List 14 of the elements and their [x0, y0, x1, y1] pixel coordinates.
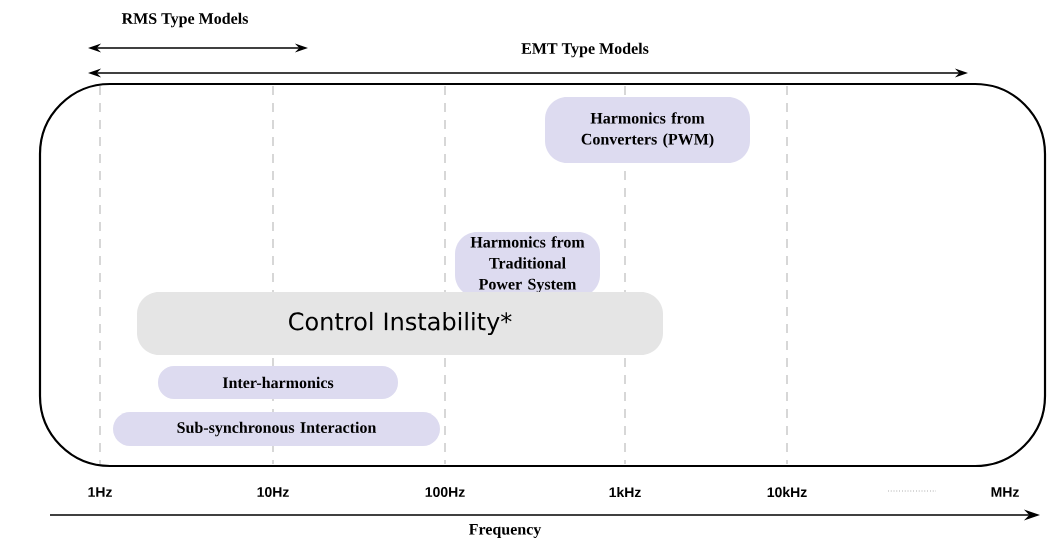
tick-label: 100Hz — [425, 487, 465, 497]
category-box: Harmonics from Traditional Power System — [455, 232, 600, 297]
tick-label: 10kHz — [767, 486, 807, 498]
range-label: RMS Type Models — [121, 12, 248, 28]
category-box: Sub-synchronous Interaction — [113, 412, 440, 446]
tick-label: 1Hz — [88, 487, 112, 497]
tick-label: 10Hz — [257, 487, 289, 497]
category-box: Inter-harmonics — [158, 366, 398, 399]
axis-label: Frequency — [469, 524, 542, 538]
range-label: EMT Type Models — [521, 42, 649, 58]
tick-label: 1kHz — [609, 486, 641, 498]
category-box: Harmonics from Converters (PWM) — [545, 97, 750, 163]
tick-label: MHz — [991, 487, 1019, 497]
category-box: Control Instability* — [137, 292, 663, 355]
